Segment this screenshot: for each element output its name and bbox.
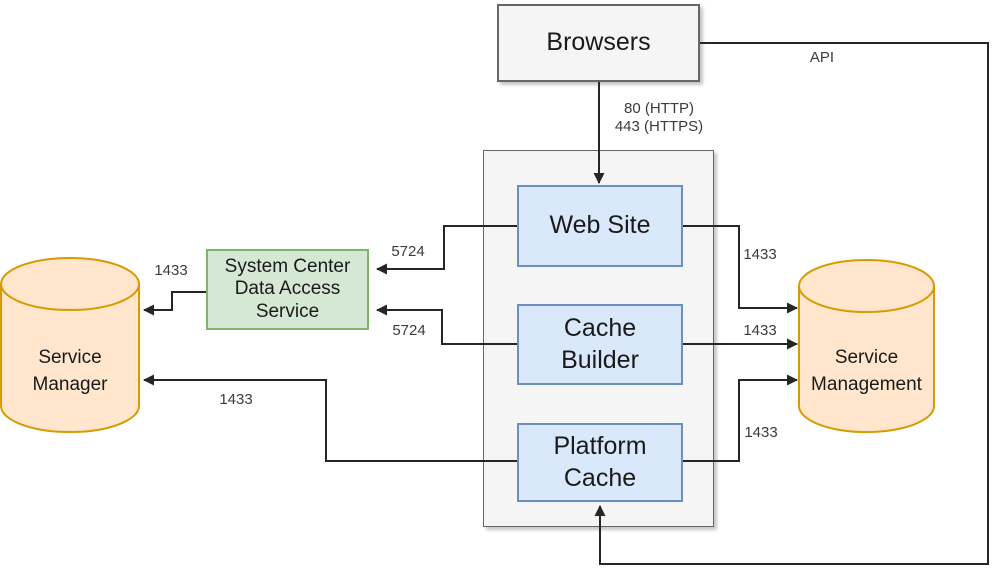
cache-builder-node: Cache Builder [517, 304, 683, 385]
edge-label-1433-data-access: 1433 [154, 262, 188, 279]
edge-label-1433-web-site-right: 1433 [743, 246, 777, 263]
web-site-node: Web Site [517, 185, 683, 267]
edge-label-1433-platform-cache-left: 1433 [219, 391, 253, 408]
edge-platform-cache-to-service-manager [143, 374, 517, 462]
edge-label-5724-web-site: 5724 [391, 243, 425, 260]
data-access-service-node: System Center Data Access Service [206, 249, 369, 330]
edge-label-1433-cache-builder-right: 1433 [743, 322, 777, 339]
edge-label-http-https-ports: 80 (HTTP) 443 (HTTPS) [614, 100, 704, 135]
edge-label-api: API [809, 49, 835, 66]
browsers-node: Browsers [497, 4, 700, 82]
platform-cache-node: Platform Cache [517, 423, 683, 502]
edge-label-5724-cache-builder: 5724 [392, 322, 426, 339]
service-management-db-label: Service Management [811, 347, 922, 395]
edge-label-1433-platform-cache-right: 1433 [744, 424, 778, 441]
service-manager-db-label: Service Manager [32, 347, 108, 395]
edge-data-access-to-service-manager [143, 291, 206, 316]
